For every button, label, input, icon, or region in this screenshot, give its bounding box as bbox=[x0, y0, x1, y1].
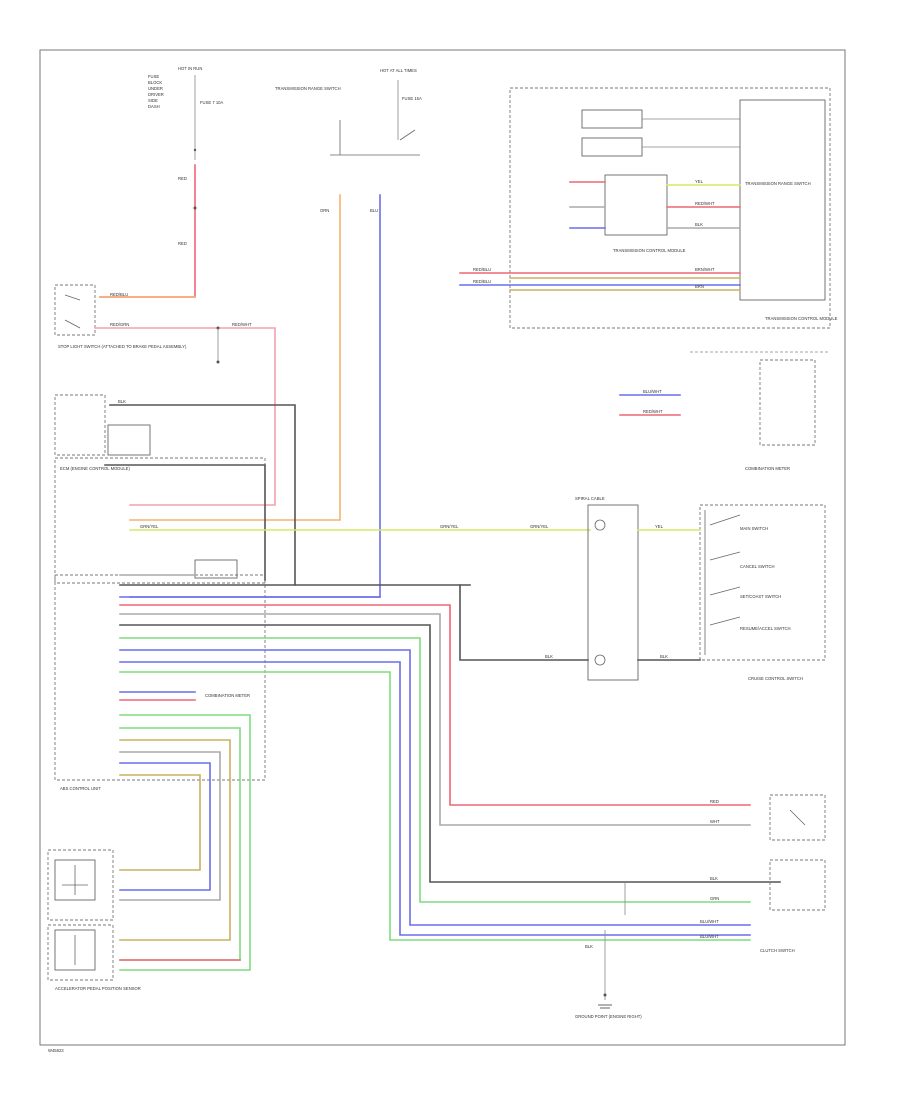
svg-text:CRUISE CONTROL SWITCH: CRUISE CONTROL SWITCH bbox=[748, 676, 803, 681]
svg-text:RESUME/ACCEL SWITCH: RESUME/ACCEL SWITCH bbox=[740, 626, 791, 631]
svg-text:BLK: BLK bbox=[118, 399, 126, 404]
svg-text:RED: RED bbox=[178, 176, 187, 181]
svg-text:TRANSMISSION CONTROL MODULE: TRANSMISSION CONTROL MODULE bbox=[765, 316, 838, 321]
wire-orange bbox=[129, 194, 341, 521]
diagram-frame bbox=[39, 49, 846, 1046]
cancel-switch: CLUTCH SWITCH bbox=[760, 794, 826, 953]
svg-text:TRANSMISSION RANGE SWITCH: TRANSMISSION RANGE SWITCH bbox=[275, 86, 341, 91]
wire-black-top bbox=[109, 404, 471, 586]
svg-text:RED/BLU: RED/BLU bbox=[473, 267, 491, 272]
svg-text:RED/WHT: RED/WHT bbox=[232, 322, 252, 327]
svg-text:FUSE 15A: FUSE 15A bbox=[402, 96, 422, 101]
svg-text:RED: RED bbox=[178, 241, 187, 246]
svg-text:CANCEL SWITCH: CANCEL SWITCH bbox=[740, 564, 775, 569]
svg-text:GROUND POINT (ENGINE RIGHT): GROUND POINT (ENGINE RIGHT) bbox=[575, 1014, 642, 1019]
svg-text:ECM (ENGINE CONTROL MODULE): ECM (ENGINE CONTROL MODULE) bbox=[60, 466, 130, 471]
svg-text:FUSE: FUSE bbox=[148, 74, 159, 79]
svg-text:RED/BLU: RED/BLU bbox=[473, 279, 491, 284]
svg-text:ACCELERATOR PEDAL POSITION SEN: ACCELERATOR PEDAL POSITION SENSOR bbox=[55, 986, 141, 991]
page-code: W45823 bbox=[48, 1048, 64, 1053]
combination-meter: COMBINATION METER bbox=[690, 351, 830, 471]
svg-text:UNDER: UNDER bbox=[148, 86, 163, 91]
hot-run-title: HOT IN RUN bbox=[178, 66, 202, 71]
svg-text:RED/BLU: RED/BLU bbox=[110, 292, 128, 297]
svg-text:SPIRAL CABLE: SPIRAL CABLE bbox=[575, 496, 605, 501]
svg-text:BLU/WHT: BLU/WHT bbox=[700, 919, 719, 924]
wire-blue-top bbox=[129, 194, 381, 598]
svg-text:COMBINATION METER: COMBINATION METER bbox=[745, 466, 790, 471]
svg-text:TRANSMISSION RANGE SWITCH: TRANSMISSION RANGE SWITCH bbox=[745, 181, 811, 186]
svg-text:GRN/YEL: GRN/YEL bbox=[440, 524, 459, 529]
svg-text:BLK: BLK bbox=[710, 876, 718, 881]
ground-point: GROUND POINT (ENGINE RIGHT) BLK bbox=[575, 882, 642, 1019]
svg-text:SIDE: SIDE bbox=[148, 98, 158, 103]
svg-text:DASH: DASH bbox=[148, 104, 160, 109]
svg-text:BLOCK: BLOCK bbox=[148, 80, 162, 85]
svg-text:BLU: BLU bbox=[370, 208, 378, 213]
svg-text:TRANSMISSION CONTROL MODULE: TRANSMISSION CONTROL MODULE bbox=[613, 248, 686, 253]
accelerator-pedal-sensor: ACCELERATOR PEDAL POSITION SENSOR bbox=[47, 924, 141, 991]
svg-text:CLUTCH SWITCH: CLUTCH SWITCH bbox=[760, 948, 795, 953]
svg-text:GRN/YEL: GRN/YEL bbox=[530, 524, 549, 529]
svg-text:BLU/WHT: BLU/WHT bbox=[700, 934, 719, 939]
svg-text:BLU/WHT: BLU/WHT bbox=[643, 389, 662, 394]
svg-text:BRN/WHT: BRN/WHT bbox=[695, 267, 715, 272]
fuse-label: FUSE 7 10A bbox=[200, 100, 223, 105]
cruise-control-switch: SPIRAL CABLE MAIN SWITCH CANCEL SWITCH S… bbox=[575, 496, 826, 681]
svg-text:RED/WHT: RED/WHT bbox=[643, 409, 663, 414]
svg-text:RED: RED bbox=[710, 799, 719, 804]
svg-text:GRN/YEL: GRN/YEL bbox=[140, 524, 159, 529]
svg-text:BRN: BRN bbox=[695, 284, 704, 289]
svg-text:ABS CONTROL UNIT: ABS CONTROL UNIT bbox=[60, 786, 101, 791]
svg-text:HOT AT ALL TIMES: HOT AT ALL TIMES bbox=[380, 68, 417, 73]
svg-text:COMBINATION METER: COMBINATION METER bbox=[205, 693, 250, 698]
transmission-control-module: TRANSMISSION CONTROL MODULE TRANSMISSION… bbox=[509, 87, 838, 329]
svg-text:RED/GRN: RED/GRN bbox=[110, 322, 129, 327]
stop-light-switch: STOP LIGHT SWITCH (ATTACHED TO BRAKE PED… bbox=[54, 284, 187, 349]
wire-red-fuse bbox=[99, 164, 196, 298]
steering-angle-sensor bbox=[47, 849, 114, 921]
svg-text:SET/COAST SWITCH: SET/COAST SWITCH bbox=[740, 594, 781, 599]
hot-run-source: HOT IN RUN FUSE BLOCK UNDER DRIVER SIDE … bbox=[148, 66, 223, 160]
svg-text:YEL: YEL bbox=[695, 179, 704, 184]
hot-start-source: HOT AT ALL TIMES FUSE 15A TRANSMISSION R… bbox=[275, 68, 422, 156]
svg-text:MAIN SWITCH: MAIN SWITCH bbox=[740, 526, 768, 531]
svg-text:GRN: GRN bbox=[710, 896, 719, 901]
svg-text:STOP LIGHT SWITCH (ATTACHED TO: STOP LIGHT SWITCH (ATTACHED TO BRAKE PED… bbox=[58, 344, 187, 349]
svg-text:WHT: WHT bbox=[710, 819, 720, 824]
svg-text:BLK: BLK bbox=[695, 222, 703, 227]
wire-red-cancel bbox=[119, 604, 751, 806]
svg-text:YEL: YEL bbox=[655, 524, 664, 529]
svg-text:RED/WHT: RED/WHT bbox=[695, 201, 715, 206]
svg-text:DRIVER: DRIVER bbox=[148, 92, 164, 97]
svg-text:BLK: BLK bbox=[585, 944, 593, 949]
svg-text:ORN: ORN bbox=[320, 208, 329, 213]
wire-pink-stop bbox=[94, 327, 276, 506]
ecm: ECM (ENGINE CONTROL MODULE) ABS CONTROL … bbox=[54, 394, 266, 791]
svg-text:BLK: BLK bbox=[660, 654, 668, 659]
svg-text:BLK: BLK bbox=[545, 654, 553, 659]
